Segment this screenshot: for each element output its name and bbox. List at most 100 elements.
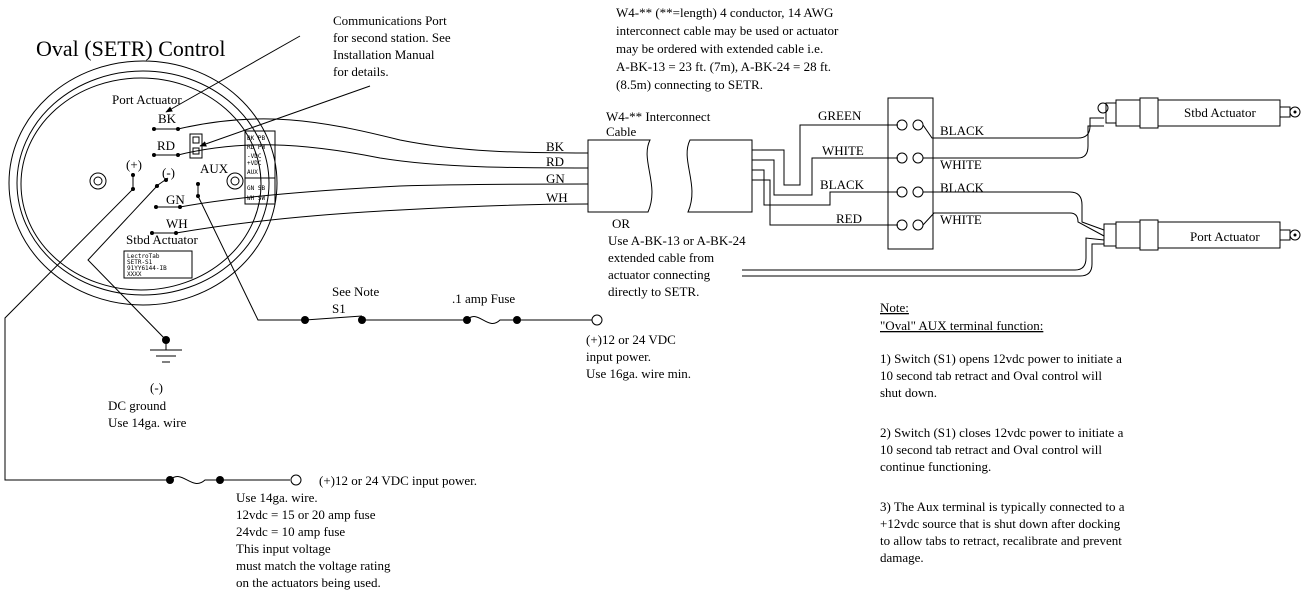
svg-text:Cable: Cable — [606, 124, 637, 139]
svg-text:actuator connecting: actuator connecting — [608, 267, 711, 282]
svg-text:interconnect cable may be used: interconnect cable may be used or actuat… — [616, 23, 839, 38]
svg-text:Installation Manual: Installation Manual — [333, 47, 435, 62]
note-heading: Note: — [880, 300, 909, 315]
svg-text:BK PB: BK PB — [247, 135, 265, 142]
oval-controller: Port Actuator BK RD (+) (-) AUX GN WH St… — [8, 60, 278, 306]
svg-text:must match the voltage rating: must match the voltage rating — [236, 558, 391, 573]
svg-text:W4-** (**=length) 4 conductor: W4-** (**=length) 4 conductor, 14 AWG — [616, 5, 833, 20]
svg-text:BLACK: BLACK — [820, 177, 865, 192]
svg-text:GREEN: GREEN — [818, 108, 862, 123]
svg-text:RD PW: RD PW — [247, 144, 265, 151]
ground-circuit — [87, 185, 182, 363]
svg-text:S1: S1 — [332, 301, 346, 316]
svg-text:+VDC: +VDC — [247, 160, 262, 167]
screw-icon — [226, 172, 244, 190]
svg-text:W4-** Interconnect: W4-** Interconnect — [606, 109, 711, 124]
svg-text:24vdc = 10 amp fuse: 24vdc = 10 amp fuse — [236, 524, 345, 539]
small-fuse-label: .1 amp Fuse — [452, 291, 515, 306]
svg-text:continue functioning.: continue functioning. — [880, 459, 991, 474]
svg-text:shut down.: shut down. — [880, 385, 937, 400]
cable-to-junction-wires — [752, 124, 898, 226]
svg-text:to allow tabs to retract, reca: to allow tabs to retract, recalibrate an… — [880, 533, 1122, 548]
product-label: LectroTab SETR-S1 91YY6144-IB XXXX — [123, 250, 193, 279]
svg-text:A-BK-13 = 23 ft. (7m), A-BK-24: A-BK-13 = 23 ft. (7m), A-BK-24 = 28 ft. — [616, 59, 831, 74]
svg-text:for details.: for details. — [333, 64, 389, 79]
svg-text:for second station. See: for second station. See — [333, 30, 451, 45]
svg-text:input power.: input power. — [586, 349, 651, 364]
bk-terminal — [152, 127, 180, 131]
svg-text:GN: GN — [546, 171, 565, 186]
svg-text:(-): (-) — [150, 380, 163, 395]
junction-to-actuator-wires — [742, 117, 1105, 277]
svg-text:GN SB: GN SB — [247, 185, 265, 192]
interconnect-cable — [587, 139, 753, 213]
svg-text:WH SW: WH SW — [247, 195, 265, 202]
main-power-circuit — [4, 188, 290, 484]
aux-function-note: Note: "Oval" AUX terminal function: 1) S… — [880, 300, 1125, 565]
plus-terminal — [131, 173, 135, 191]
interconnect-label: W4-** Interconnect Cable — [606, 109, 711, 139]
svg-text:DC ground: DC ground — [108, 398, 167, 413]
junction-block — [887, 97, 934, 250]
comm-port-note: Communications Port for second station. … — [333, 13, 451, 79]
port-actuator-label: Port Actuator — [1190, 229, 1260, 244]
svg-text:WHITE: WHITE — [940, 157, 982, 172]
junction-left-labels: GREEN WHITE BLACK RED — [818, 108, 865, 226]
svg-text:on the actuators being used.: on the actuators being used. — [236, 575, 381, 590]
plus-terminal-label: (+) — [126, 157, 142, 172]
svg-text:Use 16ga. wire min.: Use 16ga. wire min. — [586, 366, 691, 381]
small-fuse — [463, 316, 521, 324]
switch-s1 — [301, 316, 366, 324]
main-power-note: Use 14ga. wire. 12vdc = 15 or 20 amp fus… — [236, 490, 391, 590]
svg-text:This input voltage: This input voltage — [236, 541, 331, 556]
stbd-actuator-label: Stbd Actuator — [1184, 105, 1257, 120]
aux-terminal-label: AUX — [200, 161, 229, 176]
svg-text:(+)12 or 24 VDC: (+)12 or 24 VDC — [586, 332, 676, 347]
aux-power-note: (+)12 or 24 VDC input power. Use 16ga. w… — [586, 332, 691, 381]
svg-text:2) Switch (S1) closes 12vdc po: 2) Switch (S1) closes 12vdc power to ini… — [880, 425, 1124, 440]
main-power-terminal — [290, 474, 302, 486]
svg-text:Use 14ga. wire.: Use 14ga. wire. — [236, 490, 318, 505]
screw-icon — [89, 172, 107, 190]
svg-text:may be ordered with extended c: may be ordered with extended cable i.e. — [616, 41, 823, 56]
aux-power-terminal — [591, 314, 603, 326]
stbd-actuator-icon — [1097, 97, 1301, 129]
port-actuator-label: Port Actuator — [112, 92, 182, 107]
wire-labels: BK RD GN WH — [546, 139, 568, 205]
wh-terminal — [150, 231, 178, 235]
svg-text:91YY6144-IB: 91YY6144-IB — [127, 265, 167, 272]
svg-text:See Note: See Note — [332, 284, 380, 299]
svg-text:AUX: AUX — [247, 169, 258, 176]
svg-text:OR: OR — [612, 216, 630, 231]
comm-port-arrow — [165, 35, 301, 113]
aux-terminal — [196, 182, 200, 198]
stbd-actuator-controller-label: Stbd Actuator — [126, 232, 199, 247]
svg-text:extended cable from: extended cable from — [608, 250, 714, 265]
svg-text:XXXX: XXXX — [127, 271, 142, 278]
svg-text:10 second tab retract and Oval: 10 second tab retract and Oval control w… — [880, 368, 1102, 383]
svg-text:BK: BK — [546, 139, 565, 154]
svg-text:RD: RD — [546, 154, 564, 169]
svg-text:Communications Port: Communications Port — [333, 13, 447, 28]
wh-label: WH — [166, 216, 188, 231]
terminal-block: BK PB RD PW -VDC +VDC AUX GN SB WH SW — [244, 130, 276, 205]
svg-text:SETR-S1: SETR-S1 — [127, 259, 153, 266]
rd-terminal — [152, 153, 180, 157]
diagram-title: Oval (SETR) Control — [36, 36, 225, 61]
switch-note: See Note S1 — [332, 284, 380, 316]
svg-text:(8.5m) connecting to SETR.: (8.5m) connecting to SETR. — [616, 77, 763, 92]
port-actuator-icon — [1103, 219, 1301, 251]
svg-text:-VDC: -VDC — [247, 153, 262, 160]
cable-note: W4-** (**=length) 4 conductor, 14 AWG in… — [616, 5, 839, 92]
aux-circuit — [197, 195, 592, 324]
svg-text:directly to SETR.: directly to SETR. — [608, 284, 699, 299]
svg-text:BLACK: BLACK — [940, 180, 985, 195]
svg-text:Use 14ga. wire: Use 14ga. wire — [108, 415, 187, 430]
ground-note: (-) DC ground Use 14ga. wire — [108, 380, 187, 430]
bk-label: BK — [158, 111, 177, 126]
svg-text:WH: WH — [546, 190, 568, 205]
junction-right-labels: BLACK WHITE BLACK WHITE — [940, 123, 985, 227]
note-subheading: "Oval" AUX terminal function: — [880, 318, 1043, 333]
svg-text:LectroTab: LectroTab — [127, 253, 160, 260]
